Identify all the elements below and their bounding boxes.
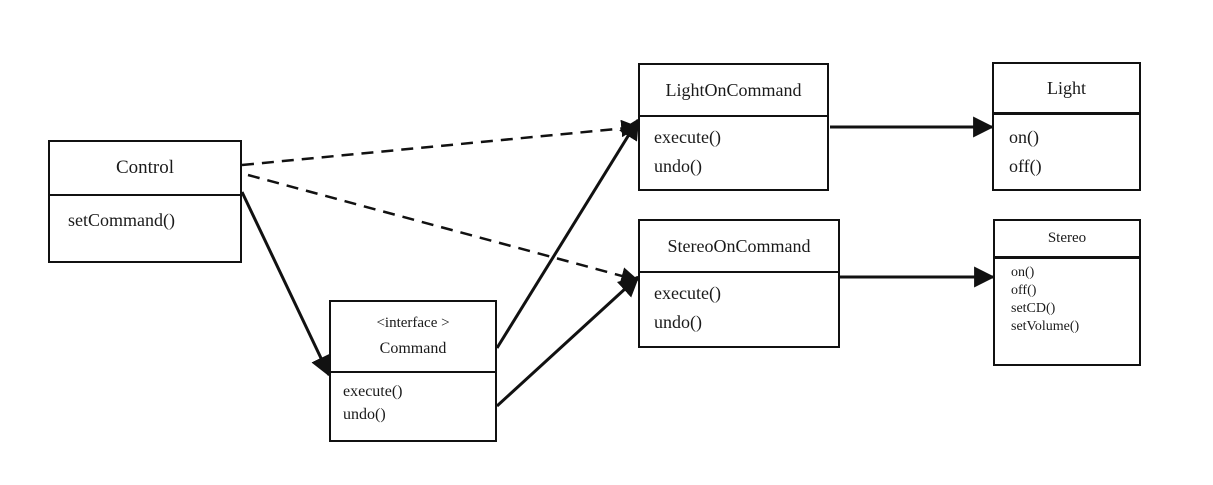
class-control-name: Control <box>115 157 175 178</box>
class-control-methods: setCommand() <box>50 196 240 231</box>
method-undo: undo() <box>343 406 386 423</box>
class-command-stereotype: <interface > <box>376 315 450 331</box>
arrow-command-to-lightoncommand <box>495 118 640 349</box>
class-lightoncommand-header: LightOnCommand <box>640 65 827 117</box>
class-stereooncommand-methods: execute() undo() <box>640 273 838 333</box>
method-execute: execute() <box>654 127 721 147</box>
class-stereooncommand-header: StereoOnCommand <box>640 221 838 273</box>
arrow-control-to-command <box>240 191 331 377</box>
class-command: <interface > Command execute() undo() <box>329 300 497 442</box>
class-light-methods: on() off() <box>994 115 1139 177</box>
class-stereooncommand: StereoOnCommand execute() undo() <box>638 219 840 348</box>
method-on: on() <box>1011 265 1035 280</box>
dashed-arrow-control-to-stereooncommand <box>247 173 639 285</box>
method-setcommand: setCommand() <box>68 210 175 230</box>
method-on: on() <box>1009 127 1039 147</box>
class-light: Light on() off() <box>992 62 1141 191</box>
class-light-name: Light <box>1047 77 1086 98</box>
class-command-methods: execute() undo() <box>331 373 495 424</box>
class-stereo-header: Stereo <box>995 221 1139 259</box>
method-execute: execute() <box>654 283 721 303</box>
class-command-header: <interface > Command <box>331 302 495 373</box>
method-undo: undo() <box>654 312 702 332</box>
class-stereo-name: Stereo <box>1047 230 1087 246</box>
class-light-header: Light <box>994 64 1139 115</box>
class-stereo: Stereo on() off() setCD() setVolume() <box>993 219 1141 366</box>
class-lightoncommand-methods: execute() undo() <box>640 117 827 177</box>
class-lightoncommand-name: LightOnCommand <box>665 79 802 100</box>
method-execute: execute() <box>343 383 403 400</box>
method-undo: undo() <box>654 156 702 176</box>
class-stereo-methods: on() off() setCD() setVolume() <box>995 259 1139 335</box>
class-lightoncommand: LightOnCommand execute() undo() <box>638 63 829 191</box>
arrow-command-to-stereooncommand <box>495 275 640 408</box>
class-command-name: Command <box>379 340 447 357</box>
method-setvolume: setVolume() <box>1011 319 1080 334</box>
dashed-arrow-control-to-lightoncommand <box>241 119 639 167</box>
class-stereooncommand-name: StereoOnCommand <box>667 235 811 256</box>
method-setcd: setCD() <box>1011 301 1056 316</box>
class-control: Control setCommand() <box>48 140 242 263</box>
method-off: off() <box>1011 283 1037 298</box>
method-off: off() <box>1009 156 1042 176</box>
class-control-header: Control <box>50 142 240 196</box>
